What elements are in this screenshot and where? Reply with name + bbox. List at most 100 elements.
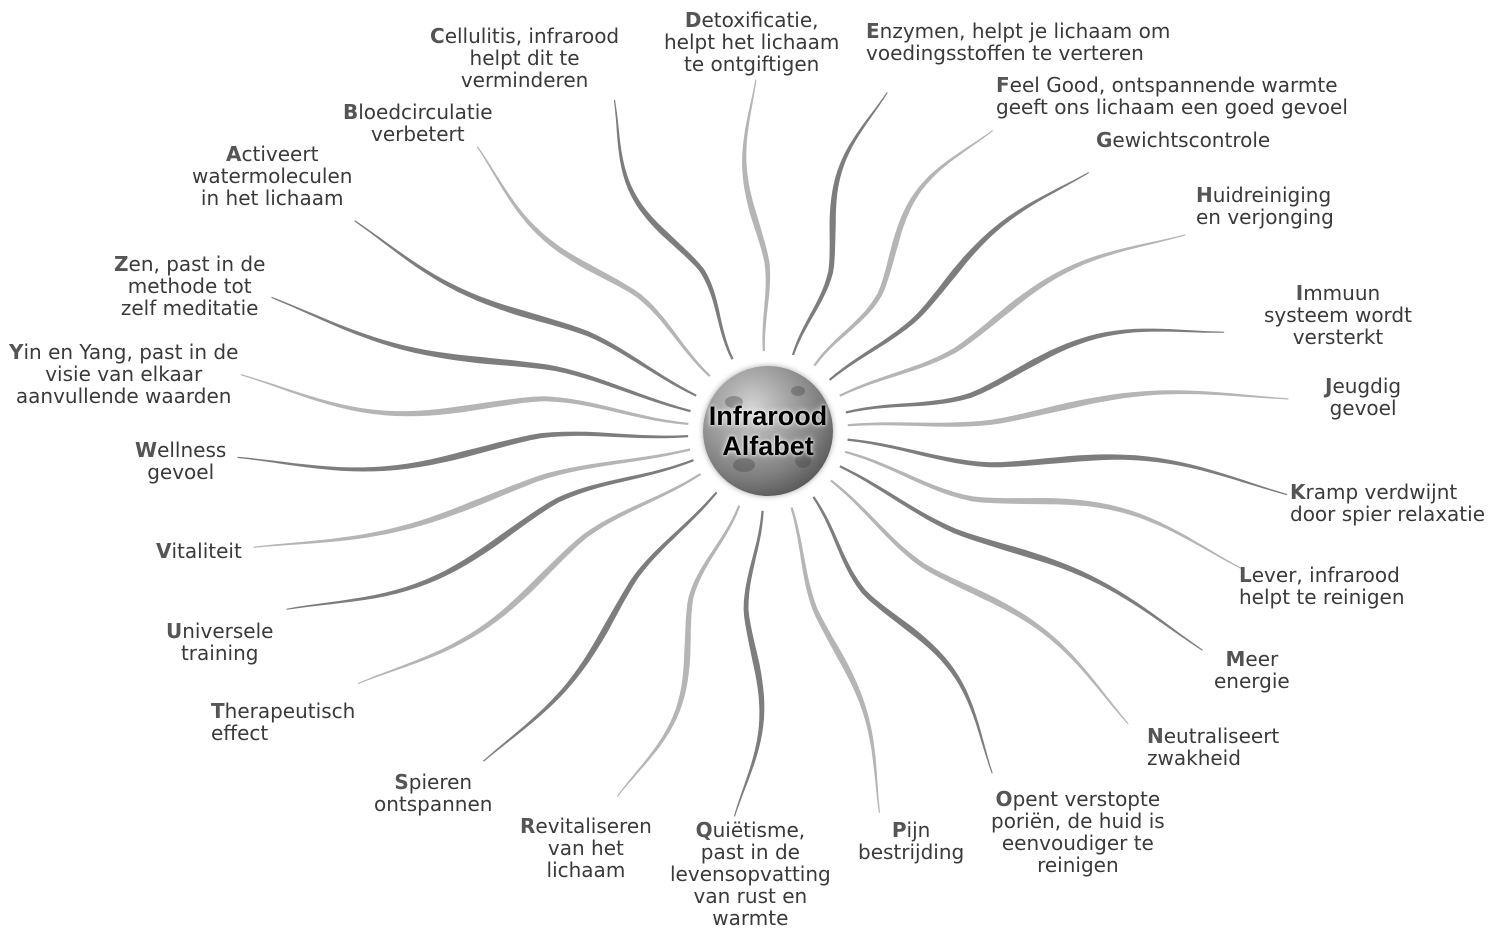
branch-initial: N	[1147, 724, 1164, 748]
branch-initial: D	[684, 8, 702, 32]
branch-initial: Q	[695, 818, 713, 842]
branch-label-h-first-line: Huidreiniging	[1196, 183, 1332, 207]
branch-label-line: bestrijding	[858, 840, 965, 864]
branch-label-v: Vitaliteit	[156, 540, 242, 562]
branch-label-line: verminderen	[460, 68, 589, 92]
branch-label-q-first-line: Quiëtisme,	[695, 818, 806, 842]
branch-initial: S	[394, 770, 409, 794]
branch-label-g: Gewichtscontrole	[1096, 129, 1270, 151]
branch-label-f-first-line: Feel Good, ontspannende warmte	[996, 73, 1338, 97]
branch-label-line: voedingsstoffen te verteren	[866, 41, 1144, 65]
branch-label-line: visie van elkaar	[45, 362, 203, 386]
ray-w	[237, 431, 689, 472]
ray-m	[839, 465, 1203, 651]
branch-label-line: zwakheid	[1147, 746, 1241, 770]
ray-k	[847, 438, 1288, 496]
branch-label-t-first-line: Therapeutisch	[211, 699, 356, 723]
branch-initial: P	[891, 818, 907, 842]
center-title-line-1: Infrarood	[708, 401, 828, 431]
branch-label-line: zelf meditatie	[120, 296, 259, 320]
ray-h	[839, 234, 1186, 397]
branch-label-line: effect	[211, 721, 269, 745]
branch-initial: M	[1225, 647, 1246, 671]
branch-label-l-first-line: Lever, infrarood	[1239, 563, 1400, 587]
branch-label-j-first-line: Jeugdig	[1325, 374, 1402, 398]
branch-label-line: geeft ons lichaam een goed gevoel	[996, 95, 1348, 119]
branch-label-line: in het lichaam	[200, 186, 344, 210]
ray-i	[845, 328, 1225, 414]
branch-initial: Y	[9, 340, 24, 364]
branch-label-s-first-line: Spieren	[394, 770, 473, 794]
branch-initial: F	[996, 73, 1010, 97]
branch-initial: O	[995, 787, 1013, 811]
branch-label-line: energie	[1214, 669, 1290, 693]
ray-r	[616, 505, 741, 797]
branch-initial: T	[211, 699, 225, 723]
branch-label-line: verbetert	[371, 122, 465, 146]
branch-initial: A	[226, 142, 242, 166]
branch-initial: C	[430, 24, 445, 48]
branch-label-line: levensopvatting	[670, 862, 831, 886]
branch-label-line: en verjonging	[1196, 205, 1334, 229]
branch-label-line: te ontgiftigen	[684, 52, 820, 76]
branch-label-o-first-line: Opent verstopte	[995, 787, 1161, 811]
branch-label-line: lichaam	[546, 858, 626, 882]
branch-label-z-first-line: Zen, past in de	[114, 252, 266, 276]
branch-label-line: past in de	[700, 840, 800, 864]
branch-initial: V	[156, 539, 172, 563]
branch-label-line: gevoel	[1329, 396, 1397, 420]
branch-label-line: aanvullende waarden	[15, 384, 232, 408]
branch-label-line: watermoleculen	[192, 164, 353, 188]
branch-label-a-first-line: Activeert	[226, 142, 319, 166]
branch-label-p-first-line: Pijn	[891, 818, 931, 842]
ray-t	[357, 473, 702, 685]
branch-initial: L	[1239, 563, 1252, 587]
branch-initial: R	[520, 814, 536, 838]
branch-label-g-first-line: Gewichtscontrole	[1096, 128, 1271, 152]
branch-label-n-first-line: Neutraliseert	[1147, 724, 1280, 748]
branch-label-line: systeem wordt	[1264, 303, 1412, 327]
branch-label-line: poriën, de huid is	[991, 809, 1165, 833]
branch-label-line: helpt te reinigen	[1239, 585, 1405, 609]
branch-initial: K	[1290, 480, 1306, 504]
ray-y	[240, 374, 689, 425]
ray-g	[828, 172, 1090, 381]
branch-label-line: helpt het lichaam	[664, 30, 840, 54]
branch-label-line: versterkt	[1292, 325, 1384, 349]
branch-label-r-first-line: Revitaliseren	[520, 814, 652, 838]
branch-label-v-first-line: Vitaliteit	[156, 539, 242, 563]
ray-q	[733, 510, 765, 817]
branch-label-i-first-line: Immuun	[1295, 281, 1381, 305]
branch-label-line: eenvoudiger te	[1001, 831, 1154, 855]
branch-label-line: gevoel	[147, 460, 215, 484]
branch-label-line: van rust en	[693, 884, 808, 908]
branch-label-c-first-line: Cellulitis, infrarood	[430, 24, 620, 48]
branch-label-d-first-line: Detoxificatie,	[684, 8, 819, 32]
ray-c	[613, 99, 734, 360]
branch-label-line: methode tot	[127, 274, 252, 298]
branch-initial: W	[135, 438, 158, 462]
branch-label-line: helpt dit te	[469, 46, 580, 70]
branch-label-k-first-line: Kramp verdwijnt	[1290, 480, 1458, 504]
branch-initial: E	[866, 19, 880, 43]
ray-p	[790, 507, 880, 813]
